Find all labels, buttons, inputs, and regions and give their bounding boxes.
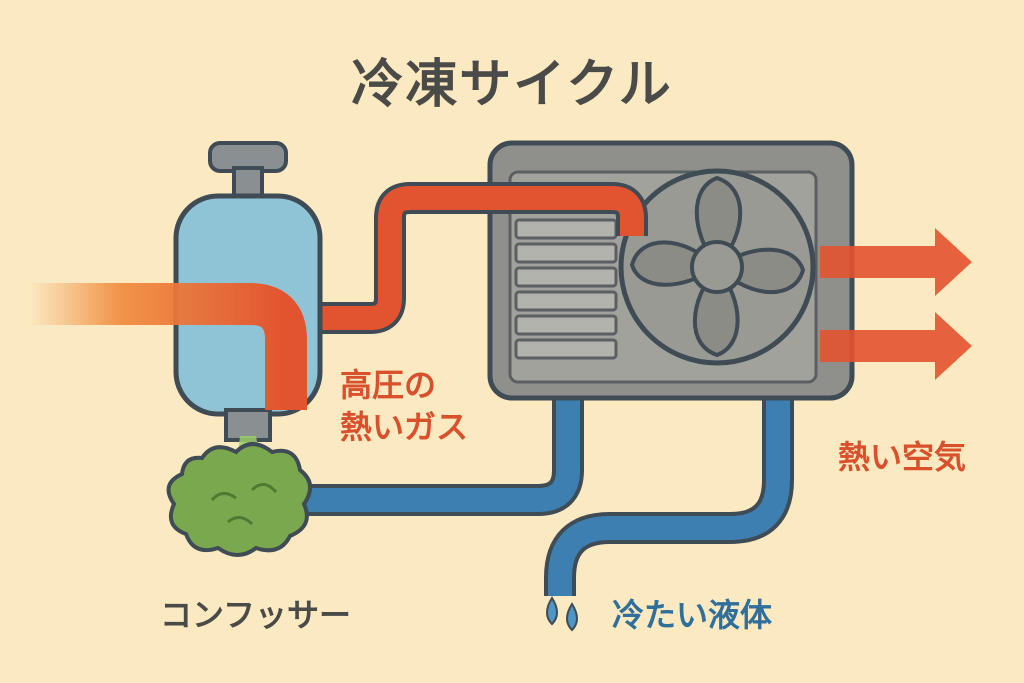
- fan-icon: [618, 168, 816, 366]
- hot-air-label: 熱い空気: [838, 438, 967, 476]
- water-drop-icon: [546, 596, 578, 632]
- cold-liquid-label: 冷たい液体: [612, 596, 773, 634]
- hot-gas-label-line2: 熱いガス: [340, 408, 469, 446]
- hot-gas-label: 高圧の 熱いガス: [340, 364, 468, 448]
- steam-cloud-icon: [166, 436, 312, 557]
- inflow-pipe: [30, 283, 307, 410]
- arrow-right-icon: [820, 312, 972, 380]
- cold-liquid-pipe-right: [544, 398, 794, 596]
- arrow-right-icon: [820, 228, 972, 296]
- page-title: 冷凍サイクル: [351, 55, 673, 115]
- hot-gas-label-line1: 高圧の: [340, 366, 437, 404]
- compressor-label: コンフッサー: [160, 596, 352, 634]
